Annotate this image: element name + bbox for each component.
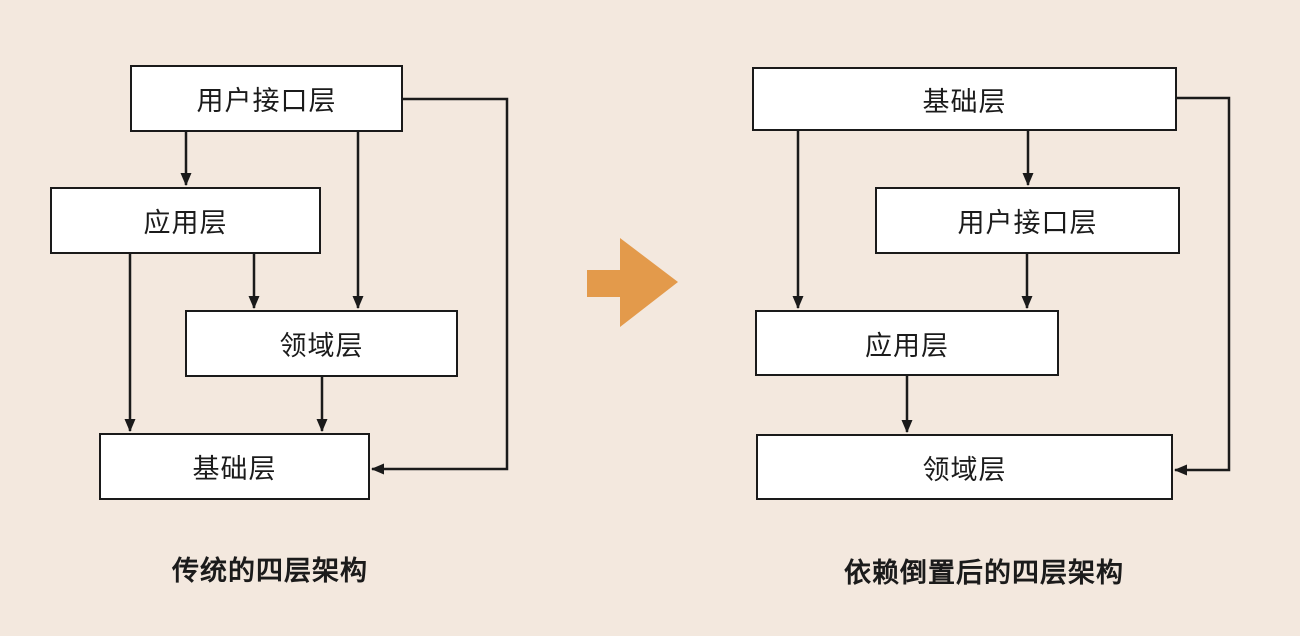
right-box-domain-label: 领域层 bbox=[922, 454, 1007, 485]
right-diagram-caption: 依赖倒置后的四层架构 bbox=[844, 558, 1124, 588]
right-arrow-infra-to-domain-loop bbox=[1174, 96, 1231, 476]
left-box-application-label: 应用层 bbox=[143, 208, 228, 238]
left-box-ui-label: 用户接口层 bbox=[196, 86, 337, 116]
right-box-application-label: 应用层 bbox=[865, 330, 949, 361]
left-box-application-layer: 应用层 bbox=[50, 187, 321, 254]
left-arrow-ui-to-infra-loop bbox=[371, 97, 509, 475]
left-box-domain-layer: 领域层 bbox=[185, 310, 458, 377]
right-box-ui-layer: 用户接口层 bbox=[875, 187, 1180, 254]
left-box-ui-layer: 用户接口层 bbox=[130, 65, 403, 132]
right-box-ui-label: 用户接口层 bbox=[957, 208, 1098, 238]
left-box-infrastructure-layer: 基础层 bbox=[99, 433, 370, 500]
right-box-domain-layer: 领域层 bbox=[756, 434, 1173, 500]
left-box-domain-label: 领域层 bbox=[279, 331, 364, 361]
left-box-infrastructure-label: 基础层 bbox=[192, 454, 277, 484]
transform-arrow-icon bbox=[587, 238, 678, 327]
right-box-infrastructure-label: 基础层 bbox=[922, 86, 1007, 117]
left-diagram-caption: 传统的四层架构 bbox=[172, 556, 368, 586]
right-box-infrastructure-layer: 基础层 bbox=[752, 67, 1177, 131]
right-box-application-layer: 应用层 bbox=[755, 310, 1059, 376]
